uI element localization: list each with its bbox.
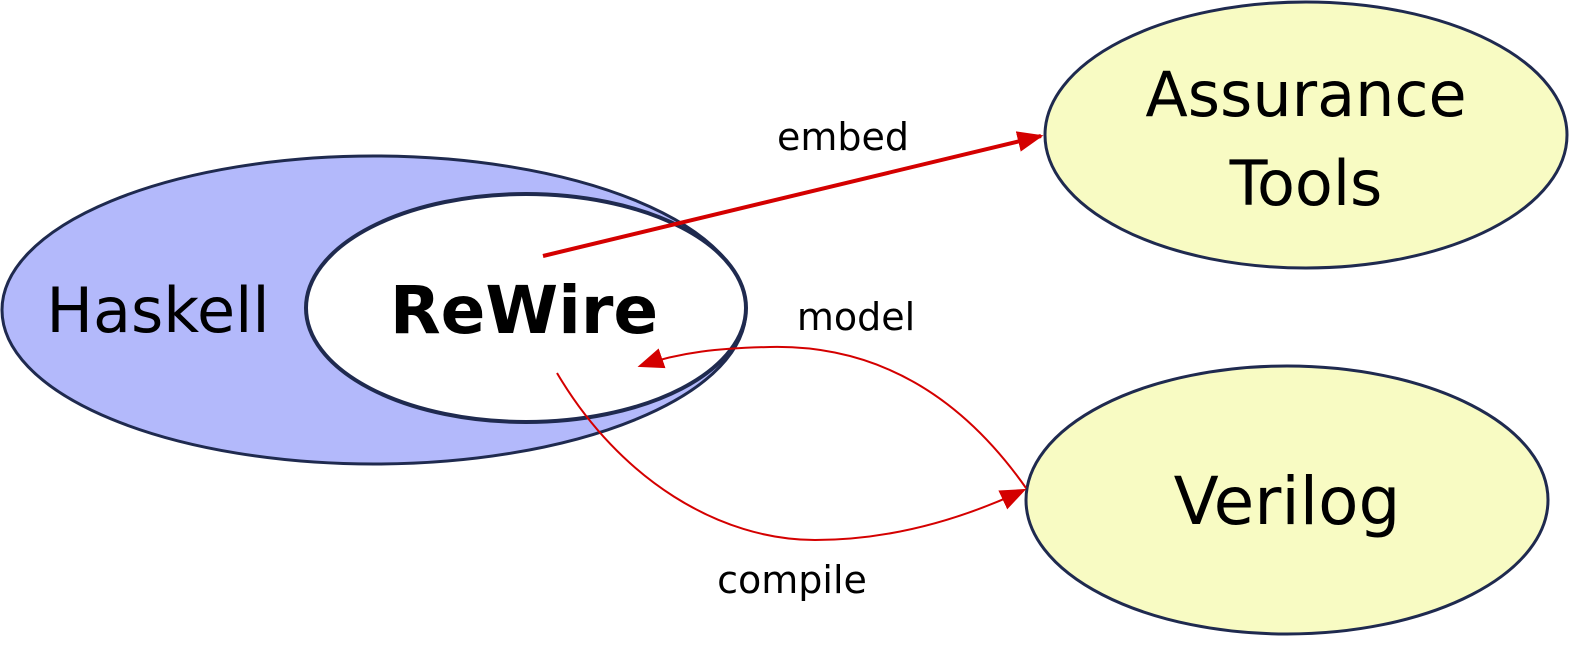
model-edge: model [637,295,1027,489]
verilog-label: Verilog [1174,463,1401,540]
embed-label: embed [777,115,909,159]
rewire-ellipse [304,192,748,424]
embed-edge: embed [542,115,1044,258]
assurance-tools-ellipse [1043,0,1569,270]
model-label: model [797,295,915,339]
assurance-tools-label-line2: Tools [1229,147,1383,220]
rewire-node: ReWire [304,192,748,424]
compile-edge: compile [556,372,1027,602]
haskell-label: Haskell [46,274,269,347]
compile-label: compile [717,558,867,602]
assurance-tools-label-line1: Assurance [1145,58,1466,131]
embed-arrow [542,131,1044,258]
rewire-label: ReWire [390,272,658,349]
verilog-node: Verilog [1024,364,1550,636]
compile-arrow [556,372,1027,542]
model-arrow [637,345,1027,489]
assurance-tools-node: Assurance Tools [1043,0,1569,270]
